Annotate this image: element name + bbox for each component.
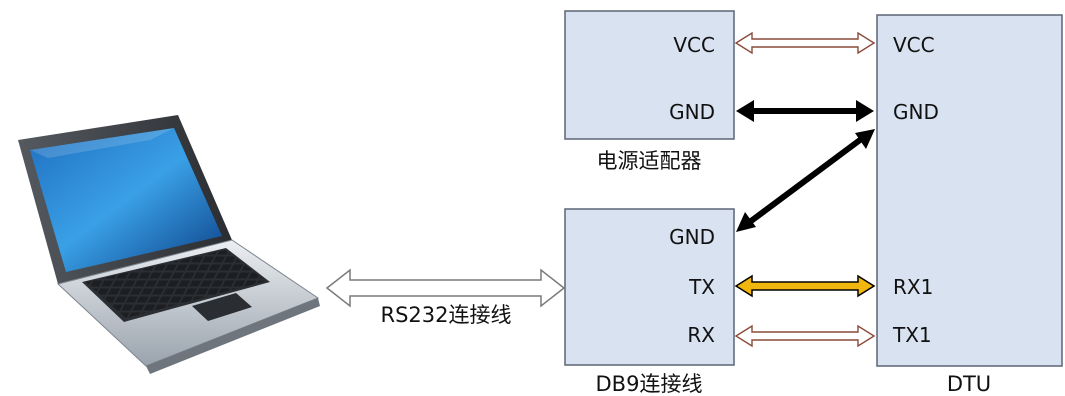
laptop-icon: [18, 115, 320, 374]
vcc-connection-arrow: [734, 31, 876, 55]
dtu-vcc-label: VCC: [893, 33, 935, 57]
db9-title: DB9连接线: [596, 372, 703, 396]
dtu-box: VCC GND RX1 TX1: [876, 14, 1063, 367]
rs232-connection-arrow: [325, 268, 566, 308]
dtu-gnd-label: GND: [893, 100, 939, 124]
dtu-rx1-label: RX1: [893, 275, 933, 299]
dtu-tx1-label: TX1: [892, 323, 932, 347]
power-adapter-title: 电源适配器: [597, 149, 702, 173]
power-gnd-label: GND: [669, 100, 715, 124]
power-vcc-label: VCC: [673, 33, 715, 57]
tx-rx1-connection-arrow: [734, 274, 876, 298]
db9-gnd-label: GND: [669, 225, 715, 249]
db9-rx-label: RX: [687, 323, 715, 347]
rx-tx1-connection-arrow: [734, 324, 876, 348]
db9-tx-label: TX: [688, 275, 715, 299]
power-adapter-box: VCC GND: [564, 10, 735, 140]
rs232-label: RS232连接线: [380, 303, 511, 327]
gnd-power-connection-arrow: [736, 100, 874, 122]
dtu-title: DTU: [947, 372, 991, 396]
db9-box: GND TX RX: [564, 208, 735, 366]
gnd-db9-connection-arrow: [736, 129, 875, 232]
